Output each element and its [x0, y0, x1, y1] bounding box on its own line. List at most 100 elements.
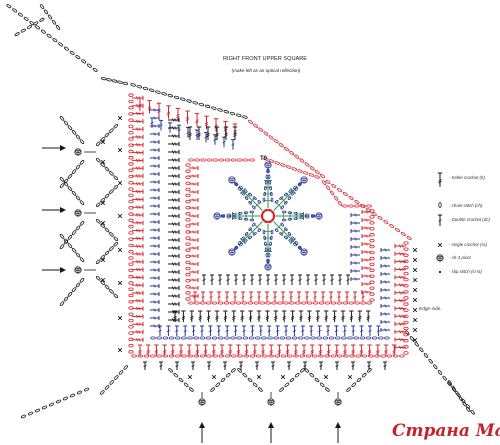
chain-stitch — [236, 158, 243, 162]
chain-stitch — [392, 354, 399, 358]
treble-slash — [138, 291, 141, 295]
treble-slash — [138, 174, 141, 178]
chain-stitch — [71, 190, 77, 196]
double-slash — [384, 328, 387, 332]
treble-slash — [135, 244, 139, 248]
treble-slash — [135, 143, 139, 147]
chain-stitch — [63, 46, 69, 51]
chain-stitch — [95, 202, 101, 208]
treble-slash — [166, 113, 171, 116]
chain-stitch — [271, 210, 275, 215]
treble-slash — [135, 306, 139, 311]
chain-stitch — [95, 218, 101, 224]
chain-stitch — [205, 336, 212, 340]
treble-slash — [224, 132, 228, 136]
double-slash — [208, 329, 212, 333]
double-slash — [192, 329, 196, 333]
double-slash — [153, 300, 156, 304]
double-slash — [153, 132, 156, 136]
picot-inner — [200, 401, 204, 405]
double-slash — [192, 174, 195, 178]
chain-stitch — [226, 215, 231, 219]
chain-stitch — [437, 370, 443, 375]
legend-label-chain: - chain stitch (ch) — [449, 203, 483, 208]
chain-stitch — [109, 171, 114, 176]
chain-stitch — [174, 336, 181, 340]
treble-slash — [174, 286, 177, 290]
picot-inner — [76, 151, 80, 155]
chain-stitch — [295, 301, 301, 305]
double-slash — [354, 245, 357, 249]
chain-stitch — [185, 224, 191, 228]
chain-stitch — [128, 281, 134, 285]
chain-stitch — [279, 196, 284, 200]
picot-inner — [317, 215, 321, 219]
treble-slash — [206, 132, 210, 136]
double-slash — [290, 278, 294, 282]
treble-slash — [401, 283, 404, 287]
chain-stitch — [109, 289, 114, 294]
treble-slash — [398, 314, 402, 318]
chain-stitch — [95, 141, 101, 147]
chain-stitch — [359, 336, 366, 340]
chain-stitch — [100, 198, 105, 203]
double-slash — [282, 278, 286, 282]
chain-stitch — [75, 164, 81, 170]
single-crochet — [412, 287, 418, 293]
chain-stitch — [185, 163, 191, 167]
chain-stitch — [369, 227, 375, 231]
treble-slash — [277, 351, 282, 354]
treble-slash — [307, 315, 312, 319]
treble-slash — [282, 317, 286, 320]
chain-stitch — [67, 186, 73, 192]
double-slash — [249, 295, 253, 299]
chain-stitch — [52, 38, 58, 43]
chain-stitch — [360, 204, 366, 208]
treble-slash — [318, 351, 323, 354]
chain-stitch — [248, 119, 253, 125]
center-flower-motif — [213, 161, 323, 271]
double-slash — [153, 268, 156, 272]
chain-stitch — [274, 228, 279, 233]
chain-stitch — [237, 354, 243, 358]
treble-slash — [343, 349, 347, 353]
treble-slash — [274, 315, 278, 319]
treble-slash — [135, 260, 139, 264]
treble-slash — [135, 275, 139, 280]
treble-slash — [174, 262, 177, 266]
double-slash — [217, 329, 221, 333]
chain-stitch — [224, 158, 231, 162]
chain-stitch — [403, 247, 409, 251]
treble-slash — [366, 315, 370, 319]
chain-stitch — [114, 375, 119, 380]
treble-slash — [146, 349, 150, 353]
treble-slash — [138, 103, 142, 107]
treble-slash — [277, 349, 282, 353]
chart-subtitle: (make left as an optical reflection) — [232, 68, 301, 73]
treble-slash — [326, 349, 331, 353]
treble-slash — [318, 349, 323, 353]
chain-stitch — [241, 301, 248, 305]
treble-slash — [324, 317, 328, 320]
treble-slash — [135, 189, 139, 194]
treble-slash — [366, 317, 370, 320]
treble-slash — [215, 134, 219, 137]
double-slash — [202, 278, 206, 282]
chain-stitch — [322, 336, 329, 340]
chain-stitch — [75, 225, 81, 231]
treble-slash — [138, 299, 141, 303]
chain-stitch — [403, 296, 409, 300]
double-slash — [241, 295, 245, 299]
double-slash — [150, 121, 154, 125]
chain-stitch — [95, 259, 101, 265]
double-slash — [158, 329, 162, 333]
picot-ring — [267, 398, 275, 406]
chain-stitch — [189, 387, 194, 392]
chain-stitch — [67, 291, 73, 297]
chain-stitch — [258, 387, 263, 392]
chain-stitch — [149, 88, 155, 92]
double-slash — [337, 295, 341, 299]
slip-stitch-dot — [438, 270, 442, 274]
chain-stitch — [366, 204, 372, 208]
chain-stitch — [128, 187, 134, 191]
